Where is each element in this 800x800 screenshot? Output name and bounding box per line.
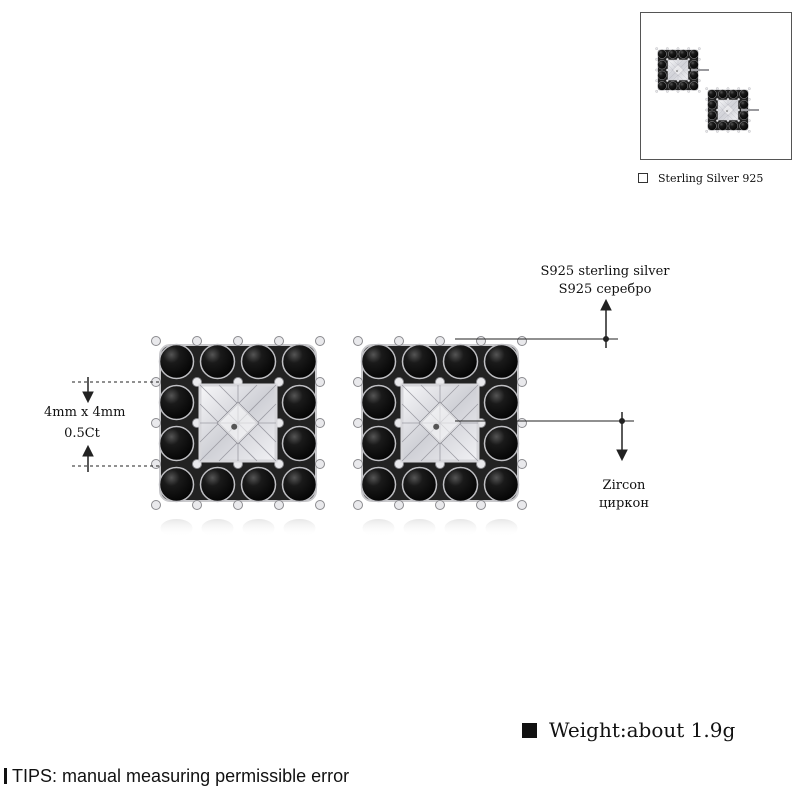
black-stone: [199, 343, 236, 380]
black-stone: [158, 425, 195, 462]
zircon-pointer: [455, 412, 634, 462]
earring-right: [353, 336, 527, 510]
stone-size-label: 4mm x 4mm: [44, 405, 126, 420]
black-stone: [360, 384, 397, 421]
metal-label-ru: S925 серебро: [558, 282, 652, 297]
black-stone: [483, 343, 520, 380]
black-stone: [158, 343, 195, 380]
stone-label-en: Zircon: [602, 478, 646, 493]
black-stone: [158, 466, 195, 503]
black-stone: [281, 384, 318, 421]
thumbnail-caption[interactable]: Sterling Silver 925: [638, 170, 763, 186]
black-stone: [281, 343, 318, 380]
carat-label: 0.5Ct: [64, 426, 100, 441]
black-stone: [483, 384, 520, 421]
thumbnail-earring-back: [655, 47, 709, 93]
black-stone: [360, 343, 397, 380]
black-stone: [483, 425, 520, 462]
black-stone: [158, 384, 195, 421]
earring-left: [151, 336, 325, 510]
black-stone: [240, 466, 277, 503]
black-stone: [281, 425, 318, 462]
metal-label-en: S925 sterling silver: [540, 264, 670, 279]
black-stone: [360, 466, 397, 503]
black-stone: [240, 343, 277, 380]
weight-label: Weight:about 1.9g: [549, 718, 736, 742]
black-stone: [360, 425, 397, 462]
black-stone: [442, 343, 479, 380]
black-stone: [281, 466, 318, 503]
tips-note: TIPS: manual measuring permissible error: [4, 766, 349, 787]
tips-bar-icon: [4, 768, 7, 784]
product-thumbnail[interactable]: [640, 12, 792, 160]
metal-pointer: [455, 298, 618, 348]
black-stone: [199, 466, 236, 503]
thumbnail-checkbox[interactable]: [638, 173, 648, 183]
earring-reflections: [160, 519, 518, 537]
black-stone: [401, 466, 438, 503]
stone-label-ru: циркон: [599, 496, 649, 511]
black-stone: [483, 466, 520, 503]
stone-size-measurement: [72, 377, 188, 472]
thumbnail-caption-label: Sterling Silver 925: [658, 171, 764, 185]
weight-bullet-icon: [522, 722, 537, 738]
black-stone: [442, 466, 479, 503]
tips-text: TIPS: manual measuring permissible error: [12, 766, 350, 786]
thumbnail-earring-front: [705, 87, 759, 133]
thumbnail-earrings-image: [655, 47, 759, 133]
weight-info: Weight:about 1.9g: [522, 718, 735, 742]
black-stone: [401, 343, 438, 380]
